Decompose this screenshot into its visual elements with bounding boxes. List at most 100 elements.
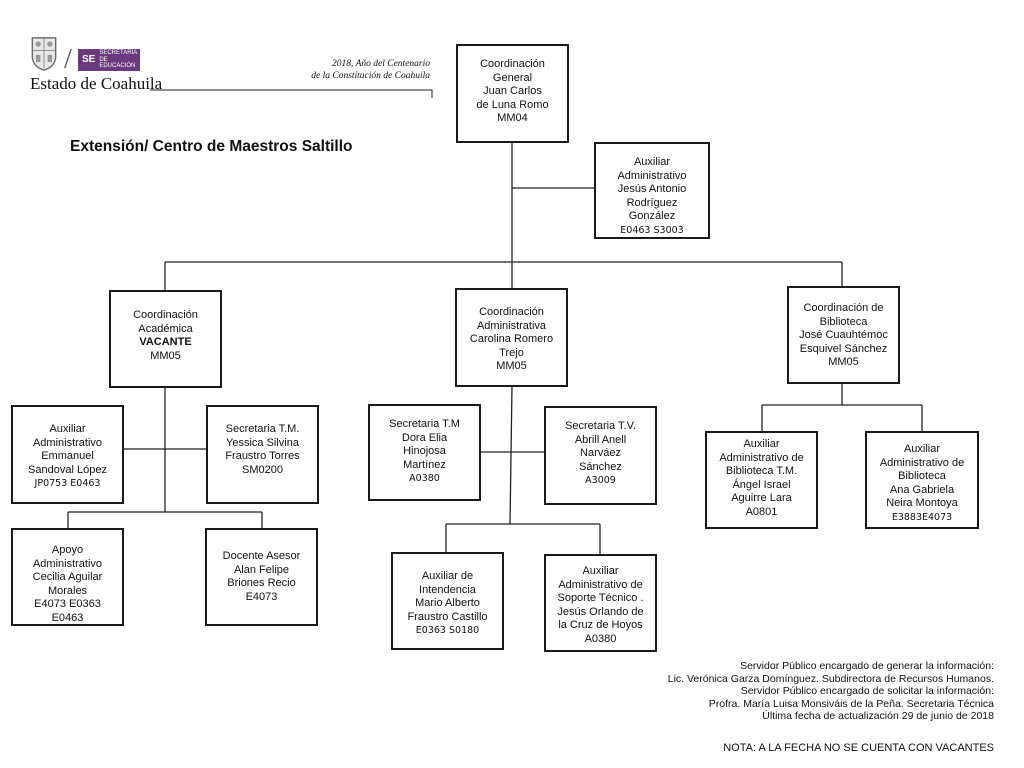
line: Alan Felipe: [233, 563, 290, 576]
line: MM05: [828, 356, 859, 368]
line: VACANTE: [139, 336, 192, 348]
line: Administrativo: [32, 436, 103, 449]
line: A0380: [409, 473, 440, 484]
box-coordinacion-administrativa: Coordinación Administrativa Carolina Rom…: [455, 288, 568, 387]
year-line1: 2018, Año del Centenario: [332, 59, 430, 69]
line: Aguirre Lara: [731, 492, 792, 504]
line: Auxiliar: [49, 423, 86, 435]
line: Secretaria T.V.: [565, 420, 636, 432]
line: Dora Elia: [401, 431, 448, 444]
line: Académica: [138, 322, 193, 335]
line: Auxiliar: [743, 438, 780, 450]
line: Cecilia Aguilar: [32, 571, 103, 583]
box-auxiliar-jesus: Auxiliar Administrativo de Soporte Técni…: [544, 554, 657, 652]
line: Coordinación: [133, 309, 198, 321]
vacancy-note: NOTA: A LA FECHA NO SE CUENTA CON VACANT…: [723, 742, 994, 754]
box-apoyo-cecilia: Apoyo Administrativo Cecilia Aguilar Mor…: [11, 528, 124, 626]
line: E0463: [51, 611, 84, 624]
line: Briones Recio: [227, 577, 296, 589]
line: Morales: [47, 584, 88, 597]
line: Jesús Antonio: [617, 183, 687, 195]
line: Trejo: [499, 346, 524, 359]
line: Apoyo: [51, 544, 84, 556]
line: Coordinación: [479, 306, 544, 318]
line: Coordinación de: [803, 302, 884, 314]
line: Docente Asesor: [222, 550, 301, 562]
line: A0801: [745, 505, 778, 518]
centenary-text: 2018, Año del Centenario de la Constituc…: [300, 58, 430, 82]
line: Sánchez: [579, 460, 622, 473]
line: Biblioteca: [819, 315, 868, 328]
line: MM05: [496, 360, 527, 372]
box-auxiliar-general: Auxiliar Administrativo Jesús Antonio Ro…: [594, 142, 710, 239]
line: la Cruz de Hoyos: [558, 619, 643, 631]
se-short: SE: [82, 53, 96, 65]
footer-line: Lic. Verónica Garza Domínguez. Subdirect…: [667, 672, 994, 685]
footer-line: Profra. María Luisa Monsiváis de la Peña…: [708, 697, 994, 710]
line: Emmanuel: [41, 450, 94, 462]
line: de Luna Romo: [476, 98, 549, 111]
box-coordinacion-academica: Coordinación Académica VACANTE MM05: [109, 290, 222, 388]
box-coordinacion-general: Coordinación General Juan Carlos de Luna…: [456, 44, 569, 143]
box-secretaria-abrill: Secretaria T.V. Abrill Anell Narváez Sán…: [544, 406, 657, 505]
se-line1: SECRETARÍA: [99, 50, 138, 57]
line: Biblioteca: [898, 470, 946, 482]
line: Secretaria T.M.: [225, 423, 300, 435]
line: E4073: [245, 590, 278, 603]
line: González: [628, 210, 676, 222]
footer-line: Servidor Público encargado de solicitar …: [740, 685, 994, 698]
line: Carolina Romero: [469, 333, 554, 345]
line: General: [492, 71, 533, 84]
line: E4073 E0363: [34, 598, 101, 610]
line: Auxiliar: [633, 156, 671, 168]
box-auxiliar-ana: Auxiliar Administrativo de Biblioteca An…: [865, 431, 979, 529]
line: E0463 S3003: [620, 224, 684, 236]
line: Ana Gabriela: [889, 483, 955, 496]
se-line2: DE EDUCACIÓN: [99, 56, 136, 70]
footer-line: Servidor Público encargado de generar la…: [740, 660, 994, 672]
line: Fraustro Torres: [225, 450, 300, 462]
line: Auxiliar: [903, 443, 941, 455]
line: E0363 S0180: [415, 625, 480, 636]
line: Auxiliar de: [421, 570, 474, 582]
line: A3009: [585, 475, 616, 486]
year-line2: de la Constitución de Coahuila: [311, 71, 430, 81]
state-name: Estado de Coahuila: [30, 74, 163, 93]
line: Ángel Israel: [732, 478, 791, 491]
line: Rodríguez: [626, 196, 678, 209]
box-secretaria-dora: Secretaria T.M Dora Elia Hinojosa Martín…: [368, 404, 481, 501]
box-secretaria-yessica: Secretaria T.M. Yessica Silvina Fraustro…: [206, 405, 319, 504]
box-auxiliar-mario: Auxiliar de Intendencia Mario Alberto Fr…: [391, 552, 504, 650]
line: Neira Montoya: [886, 497, 958, 509]
page-title: Extensión/ Centro de Maestros Saltillo: [70, 138, 353, 155]
line: E3883E4073: [891, 511, 953, 523]
footer-info: Servidor Público encargado de generar la…: [668, 660, 994, 723]
box-auxiliar-emmanuel: Auxiliar Administrativo Emmanuel Sandova…: [11, 405, 124, 504]
line: Hinojosa: [403, 445, 446, 457]
box-auxiliar-angel: Auxiliar Administrativo de Biblioteca T.…: [705, 431, 818, 529]
line: Martínez: [403, 458, 446, 471]
line: Narváez: [580, 447, 621, 459]
line: Administrativo de: [719, 451, 804, 464]
line: Coordinación: [480, 58, 545, 70]
line: Fraustro Castillo: [407, 610, 488, 623]
line: A0380: [584, 632, 617, 645]
line: JP0753 E0463: [34, 478, 101, 489]
line: Abrill Anell: [574, 433, 627, 446]
line: Administrativa: [476, 319, 547, 332]
line: Administrativo: [32, 557, 103, 570]
line: Yessica Silvina: [226, 436, 299, 449]
line: Esquivel Sánchez: [799, 342, 888, 355]
line: SM0200: [242, 463, 283, 476]
coahuila-shield-icon: [31, 37, 57, 71]
line: MM05: [150, 349, 181, 362]
line: Auxiliar: [582, 565, 619, 577]
box-coordinacion-biblioteca: Coordinación de Biblioteca José Cuauhtém…: [787, 286, 900, 384]
line: Administrativo: [617, 169, 687, 182]
box-docente-alan: Docente Asesor Alan Felipe Briones Recio…: [205, 528, 318, 626]
se-logo: SE SECRETARÍA DE EDUCACIÓN: [78, 49, 140, 71]
separator-slash: /: [64, 44, 72, 75]
line: Soporte Técnico .: [557, 592, 644, 604]
line: Secretaria T.M: [389, 418, 460, 430]
